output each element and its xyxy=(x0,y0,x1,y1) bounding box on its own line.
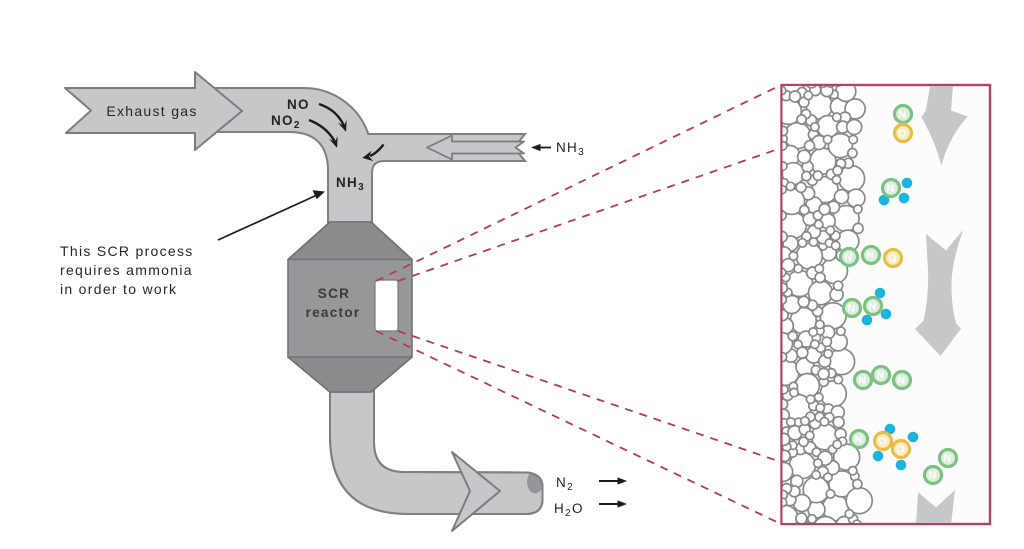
svg-text:N: N xyxy=(848,303,857,315)
svg-text:N: N xyxy=(859,375,868,387)
svg-text:O: O xyxy=(898,128,907,140)
svg-text:N: N xyxy=(929,470,938,482)
svg-text:O: O xyxy=(888,253,897,265)
svg-text:NO2: NO2 xyxy=(271,113,301,131)
svg-text:N: N xyxy=(899,109,908,121)
svg-text:O: O xyxy=(896,444,905,456)
svg-text:N: N xyxy=(898,375,907,387)
svg-text:N: N xyxy=(867,250,876,262)
svg-text:H2O: H2O xyxy=(554,501,584,519)
svg-text:N: N xyxy=(944,453,953,465)
svg-text:NH3: NH3 xyxy=(556,140,585,158)
svg-text:in order to work: in order to work xyxy=(60,281,177,297)
svg-text:SCR: SCR xyxy=(318,286,350,301)
svg-text:N: N xyxy=(877,370,886,382)
svg-text:O: O xyxy=(878,436,887,448)
svg-text:requires ammonia: requires ammonia xyxy=(60,262,193,278)
svg-text:NH3: NH3 xyxy=(336,175,365,193)
svg-text:N: N xyxy=(887,183,896,195)
svg-text:N: N xyxy=(855,434,864,446)
svg-text:N: N xyxy=(869,301,878,313)
svg-text:Exhaust gas: Exhaust gas xyxy=(106,103,197,119)
svg-text:This SCR process: This SCR process xyxy=(60,243,194,259)
svg-text:reactor: reactor xyxy=(306,305,361,320)
svg-text:N: N xyxy=(845,252,854,264)
svg-text:NO: NO xyxy=(287,97,310,112)
